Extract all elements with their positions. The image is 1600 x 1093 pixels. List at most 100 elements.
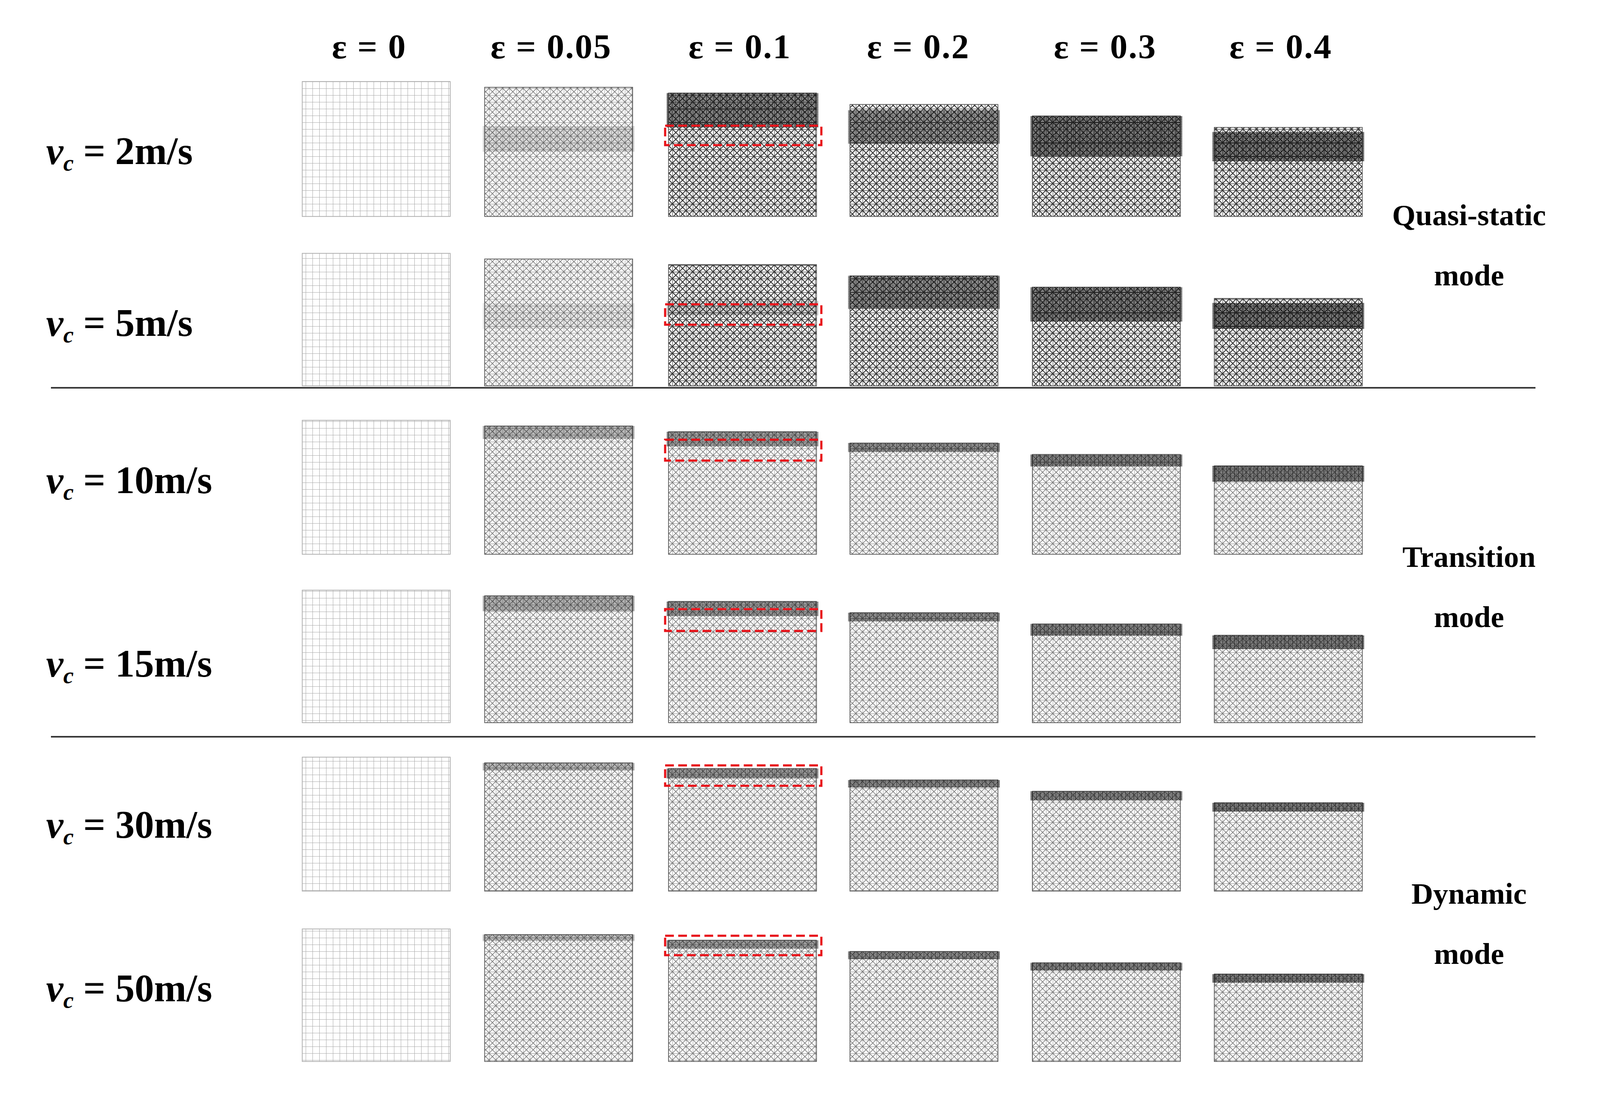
lattice-sample	[849, 779, 998, 891]
densification-band	[1030, 287, 1183, 322]
mode-label: Quasi-static mode	[1389, 184, 1550, 306]
densification-band	[1212, 302, 1365, 329]
divider-line	[50, 387, 1536, 389]
lattice-sample	[668, 939, 817, 1062]
densification-band	[1030, 454, 1183, 467]
mode-label: Transition mode	[1399, 526, 1539, 647]
divider-line	[50, 735, 1536, 738]
strain-header: ε = 0.1	[637, 26, 842, 67]
lattice-sample	[302, 756, 451, 891]
lattice-sample	[484, 425, 633, 555]
lattice-sample	[849, 442, 998, 555]
densification-band	[666, 767, 819, 778]
lattice-sample	[849, 950, 998, 1062]
lattice-border	[484, 934, 633, 1062]
lattice-border	[1032, 623, 1181, 723]
densification-band	[848, 612, 1000, 621]
lattice-sample	[1032, 454, 1181, 555]
lattice-sample	[668, 767, 817, 891]
strain-header: ε = 0.3	[1003, 26, 1208, 67]
red-dashed-box	[665, 439, 822, 461]
densification-band	[1212, 802, 1365, 812]
lattice-sample	[849, 612, 998, 723]
lattice-border	[849, 442, 998, 555]
lattice-sample	[302, 589, 451, 723]
lattice-border	[302, 756, 451, 891]
densification-band	[1212, 465, 1365, 482]
lattice-border	[668, 431, 817, 555]
red-dashed-box	[665, 304, 822, 325]
lattice-border	[668, 939, 817, 1062]
densification-band	[482, 595, 635, 611]
densification-band	[1212, 131, 1365, 162]
red-dashed-box	[665, 125, 822, 146]
densification-band	[1212, 635, 1365, 650]
densification-band	[482, 762, 635, 771]
lattice-border	[849, 779, 998, 891]
strain-header: ε = 0.4	[1178, 26, 1383, 67]
densification-band	[666, 939, 819, 948]
lattice-border	[668, 767, 817, 891]
densification-band	[666, 601, 819, 616]
lattice-border	[302, 81, 451, 217]
red-dashed-box	[665, 608, 822, 631]
lattice-sample	[668, 431, 817, 555]
densification-band	[1030, 962, 1183, 971]
densification-band	[1030, 790, 1183, 800]
densification-band	[666, 300, 819, 316]
densification-band	[848, 779, 1000, 788]
densification-band	[482, 425, 635, 439]
lattice-border	[484, 595, 633, 723]
lattice-border	[668, 601, 817, 723]
lattice-border	[302, 589, 451, 723]
lattice-sample	[1032, 790, 1181, 891]
lattice-sample	[484, 934, 633, 1062]
velocity-label: vc = 5m/s	[46, 300, 193, 348]
lattice-border	[1032, 962, 1181, 1062]
velocity-label: vc = 30m/s	[46, 802, 213, 850]
densification-band	[482, 126, 635, 152]
lattice-sample	[1214, 802, 1363, 891]
densification-band	[848, 275, 1000, 309]
densification-band	[1030, 623, 1183, 636]
densification-band	[666, 93, 819, 128]
lattice-sample	[484, 762, 633, 891]
lattice-border	[1214, 802, 1363, 891]
lattice-sample	[1032, 623, 1181, 723]
mode-label: Dynamic mode	[1408, 863, 1530, 984]
red-dashed-box	[665, 935, 822, 955]
densification-band	[666, 431, 819, 446]
densification-band	[1030, 115, 1183, 157]
lattice-border	[302, 253, 451, 386]
lattice-border	[484, 425, 633, 555]
densification-band	[482, 303, 635, 329]
densification-band	[848, 110, 1000, 144]
lattice-border	[1032, 454, 1181, 555]
velocity-label: vc = 50m/s	[46, 965, 213, 1013]
lattice-sample	[484, 595, 633, 723]
densification-band	[848, 442, 1000, 452]
lattice-border	[484, 762, 633, 891]
velocity-label: vc = 10m/s	[46, 457, 213, 506]
lattice-border	[302, 420, 451, 555]
velocity-label: vc = 15m/s	[46, 641, 213, 689]
lattice-sample	[1214, 973, 1363, 1062]
densification-band	[1212, 973, 1365, 983]
velocity-label: vc = 2m/s	[46, 129, 193, 177]
densification-band	[848, 950, 1000, 959]
lattice-border	[1032, 790, 1181, 891]
lattice-border	[849, 612, 998, 723]
lattice-sample	[668, 601, 817, 723]
lattice-border	[1214, 973, 1363, 1062]
lattice-border	[849, 950, 998, 1062]
strain-header: ε = 0.2	[816, 26, 1021, 67]
lattice-border	[302, 928, 451, 1062]
lattice-sample	[302, 253, 451, 386]
lattice-sample	[302, 420, 451, 555]
strain-header: ε = 0	[267, 26, 472, 67]
lattice-sample	[1032, 962, 1181, 1062]
densification-band	[482, 934, 635, 941]
strain-header: ε = 0.05	[449, 26, 654, 67]
lattice-sample	[302, 81, 451, 217]
